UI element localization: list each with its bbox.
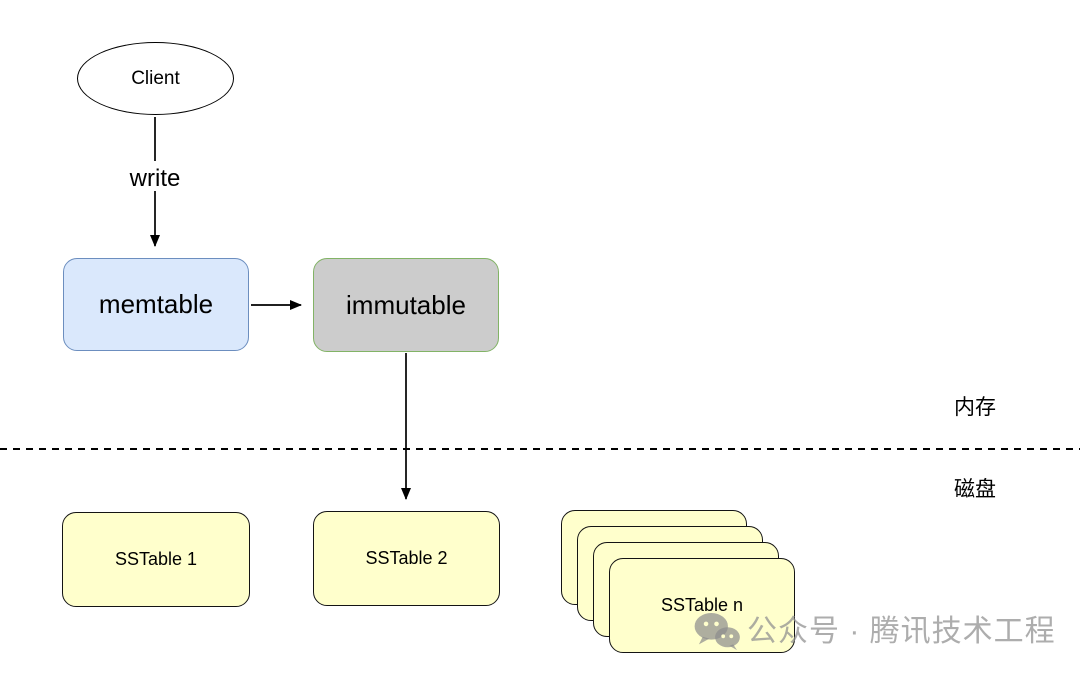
memory-region-label: 内存 bbox=[954, 396, 996, 419]
memtable-label: memtable bbox=[98, 289, 214, 319]
client-label: Client bbox=[131, 67, 180, 89]
disk-region-label: 磁盘 bbox=[954, 478, 996, 501]
sstable-n-label: SSTable n bbox=[660, 595, 744, 615]
write-edge-label: write bbox=[129, 165, 181, 192]
immutable-label: immutable bbox=[346, 289, 466, 320]
memtable-node: memtable bbox=[63, 258, 249, 351]
wechat-icon bbox=[694, 612, 740, 651]
sstable1-node: SSTable 1 bbox=[62, 512, 250, 607]
watermark: 公众号 · 腾讯技术工程 bbox=[693, 612, 1056, 652]
sstable2-node: SSTable 2 bbox=[313, 511, 500, 606]
sstable1-label: SSTable 1 bbox=[114, 549, 198, 569]
immutable-node: immutable bbox=[313, 258, 499, 352]
sstable2-label: SSTable 2 bbox=[365, 548, 448, 568]
watermark-text: 公众号 · 腾讯技术工程 bbox=[747, 615, 1056, 648]
client-node: Client bbox=[77, 42, 234, 115]
